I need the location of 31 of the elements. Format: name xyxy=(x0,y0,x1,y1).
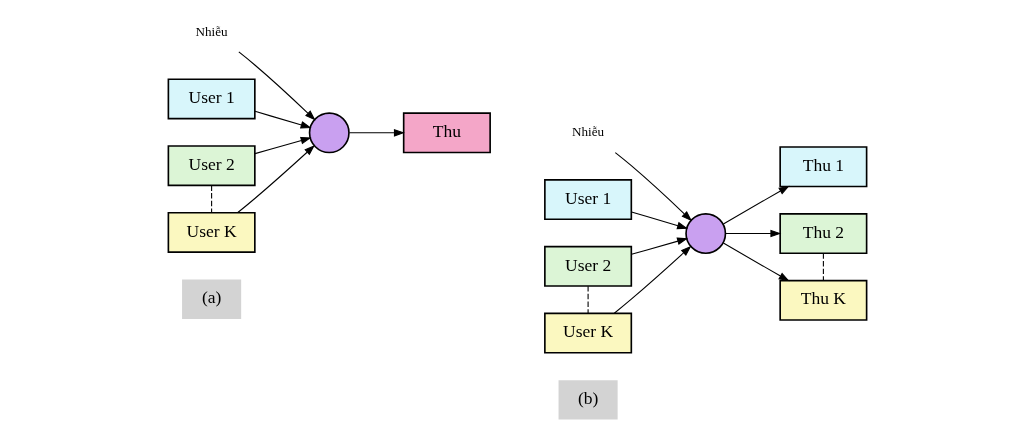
arrow xyxy=(722,242,790,282)
node-box: Thu 2 xyxy=(778,213,867,255)
connector xyxy=(822,252,824,281)
arrow xyxy=(613,245,691,314)
node-box: User K xyxy=(167,211,256,253)
arrow xyxy=(630,211,688,230)
label: (a) xyxy=(201,287,221,308)
node-box: Thu xyxy=(402,112,491,154)
node-box: User 2 xyxy=(167,145,256,187)
arrow xyxy=(236,145,315,214)
arrow xyxy=(348,129,405,137)
arrow xyxy=(630,237,688,255)
node-box: Thu K xyxy=(778,279,867,321)
node-text: Nhiễu xyxy=(571,124,604,140)
arrow xyxy=(237,51,316,121)
node-circle xyxy=(308,112,350,154)
node-box: User 2 xyxy=(543,245,632,287)
arrow xyxy=(254,110,312,129)
arrow xyxy=(724,229,781,238)
arrow xyxy=(254,136,312,155)
node-box: User 1 xyxy=(543,179,632,221)
node-circle xyxy=(684,213,726,255)
node-box: Thu 1 xyxy=(778,146,867,188)
node-text: Nhiễu xyxy=(195,23,228,39)
connector xyxy=(210,184,212,214)
arrow xyxy=(722,185,790,225)
connector xyxy=(587,285,589,314)
arrow xyxy=(614,152,692,222)
node-box: User K xyxy=(543,312,632,354)
label: (b) xyxy=(577,388,598,409)
node-box: User 1 xyxy=(167,78,256,120)
